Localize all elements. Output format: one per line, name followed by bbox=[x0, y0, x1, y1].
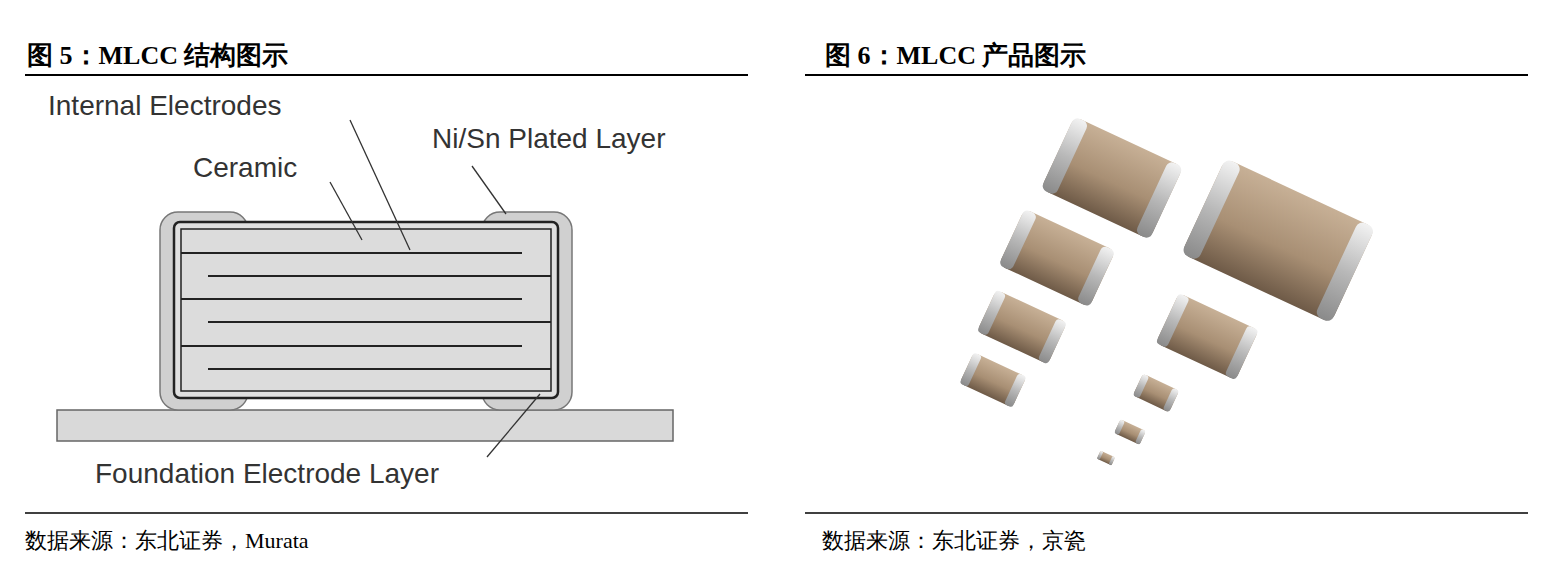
part-label: Foundation Electrode Layer bbox=[95, 458, 439, 490]
title-rule bbox=[805, 74, 1528, 76]
figure-title: 图 5：MLCC 结构图示 bbox=[27, 38, 288, 73]
source-note: 数据来源：东北证券，Murata bbox=[25, 526, 309, 556]
mlcc-products bbox=[960, 116, 1376, 465]
bottom-rule bbox=[25, 512, 748, 514]
source-note: 数据来源：东北证券，京瓷 bbox=[822, 526, 1086, 556]
bottom-rule bbox=[805, 512, 1528, 514]
part-label: Ni/Sn Plated Layer bbox=[432, 123, 665, 155]
mlcc-structure bbox=[57, 212, 673, 441]
part-label: Ceramic bbox=[193, 152, 297, 184]
part-label: Internal Electrodes bbox=[48, 90, 281, 122]
title-rule bbox=[25, 74, 748, 76]
leader-line bbox=[330, 120, 540, 457]
figure-title: 图 6：MLCC 产品图示 bbox=[825, 38, 1086, 73]
